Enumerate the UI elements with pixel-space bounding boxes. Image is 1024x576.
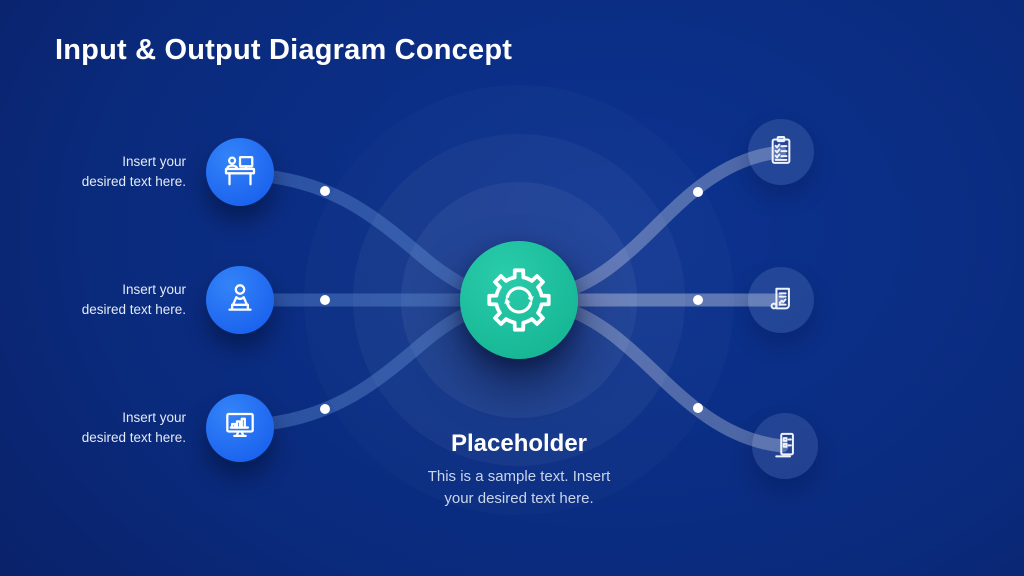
label-line: desired text here. xyxy=(81,430,186,445)
placeholder-body-line: This is a sample text. Insert xyxy=(427,468,611,485)
dot-output-top xyxy=(693,187,703,197)
dot-output-middle xyxy=(693,295,703,305)
input-label-2[interactable]: Insert your desired text here. xyxy=(68,280,186,320)
label-line: Insert your xyxy=(122,410,186,425)
connector-dots xyxy=(320,186,703,414)
dot-input-bottom xyxy=(320,404,330,414)
monitor-chart-icon xyxy=(226,412,254,438)
workstation-desk-icon xyxy=(224,155,256,186)
sync-arrow-bottom xyxy=(505,301,533,314)
input-node-chart[interactable] xyxy=(206,394,274,462)
input-node-workstation[interactable] xyxy=(206,138,274,206)
gear-outline xyxy=(487,268,551,332)
process-node[interactable] xyxy=(460,241,578,359)
sync-arrow-top xyxy=(505,286,533,299)
placeholder-body-line: your desired text here. xyxy=(444,490,594,507)
dot-input-top xyxy=(320,186,330,196)
sync-arrowhead-right xyxy=(527,296,534,303)
input-node-person[interactable] xyxy=(206,266,274,334)
person-laptop-icon xyxy=(228,284,252,311)
label-line: Insert your xyxy=(122,154,186,169)
sync-arrowhead-left xyxy=(504,297,511,304)
dot-input-middle xyxy=(320,295,330,305)
form-stand-icon xyxy=(775,432,794,458)
input-label-3[interactable]: Insert your desired text here. xyxy=(68,408,186,448)
placeholder-title[interactable]: Placeholder xyxy=(450,430,588,457)
output-node-report[interactable] xyxy=(748,267,814,333)
gear-sync-icon xyxy=(487,268,551,332)
output-node-checklist[interactable] xyxy=(748,119,814,185)
label-line: desired text here. xyxy=(81,174,186,189)
report-scroll-icon xyxy=(770,287,790,310)
label-line: desired text here. xyxy=(81,302,186,317)
placeholder-body[interactable]: This is a sample text. Insert your desir… xyxy=(411,466,627,510)
input-label-1[interactable]: Insert your desired text here. xyxy=(68,152,186,192)
output-node-form[interactable] xyxy=(752,413,818,479)
dot-output-bottom xyxy=(693,403,703,413)
slide-title[interactable]: Input & Output Diagram Concept xyxy=(55,34,513,66)
label-line: Insert your xyxy=(122,282,186,297)
checklist-clipboard-icon xyxy=(771,136,791,164)
